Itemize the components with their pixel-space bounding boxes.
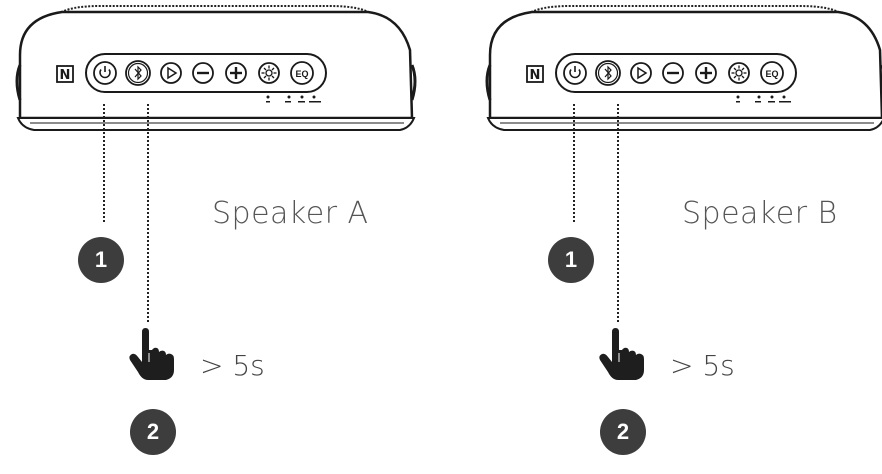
bluetooth-icon[interactable] — [595, 60, 621, 86]
speaker-b-panel: N — [470, 0, 882, 474]
plus-icon[interactable] — [225, 62, 247, 84]
step-1-badge: 1 — [548, 237, 594, 283]
plus-icon[interactable] — [695, 62, 717, 84]
speaker-side-left — [485, 64, 492, 101]
speaker-grille — [57, 5, 373, 15]
speaker-a-label: Speaker A — [212, 196, 369, 231]
hold-duration-text: > 5s — [200, 349, 265, 382]
nfc-icon: N — [56, 65, 74, 83]
step-1-badge: 1 — [78, 237, 124, 283]
indicator-lights — [266, 95, 321, 103]
hold-duration-text: > 5s — [670, 349, 735, 382]
play-icon[interactable] — [630, 62, 652, 84]
light-icon[interactable] — [258, 62, 280, 84]
speaker-base — [16, 117, 416, 131]
speaker-illustration: N — [15, 5, 417, 322]
speaker-grille — [527, 5, 843, 15]
speaker-illustration: N — [485, 5, 882, 322]
svg-text:EQ: EQ — [295, 69, 308, 79]
nfc-icon: N — [526, 65, 544, 83]
minus-icon[interactable] — [192, 62, 214, 84]
power-icon[interactable] — [93, 61, 117, 85]
speaker-a-panel: N — [15, 5, 417, 455]
step-2-badge: 2 — [130, 409, 176, 455]
speaker-b-label: Speaker B — [682, 196, 838, 231]
speaker-side-right — [410, 64, 417, 101]
power-icon[interactable] — [563, 61, 587, 85]
speaker-side-left — [15, 64, 22, 101]
eq-icon[interactable]: EQ — [290, 61, 314, 85]
speaker-base — [486, 117, 882, 131]
eq-icon[interactable]: EQ — [760, 61, 784, 85]
svg-text:EQ: EQ — [765, 69, 778, 79]
bluetooth-icon[interactable] — [125, 60, 151, 86]
light-icon[interactable] — [728, 62, 750, 84]
indicator-lights — [736, 95, 791, 103]
step-2-badge: 2 — [600, 409, 646, 455]
play-icon[interactable] — [160, 62, 182, 84]
minus-icon[interactable] — [662, 62, 684, 84]
hand-press-icon — [599, 328, 644, 380]
svg-text:N: N — [60, 68, 71, 83]
hand-press-icon — [129, 328, 174, 380]
svg-text:N: N — [530, 68, 541, 83]
